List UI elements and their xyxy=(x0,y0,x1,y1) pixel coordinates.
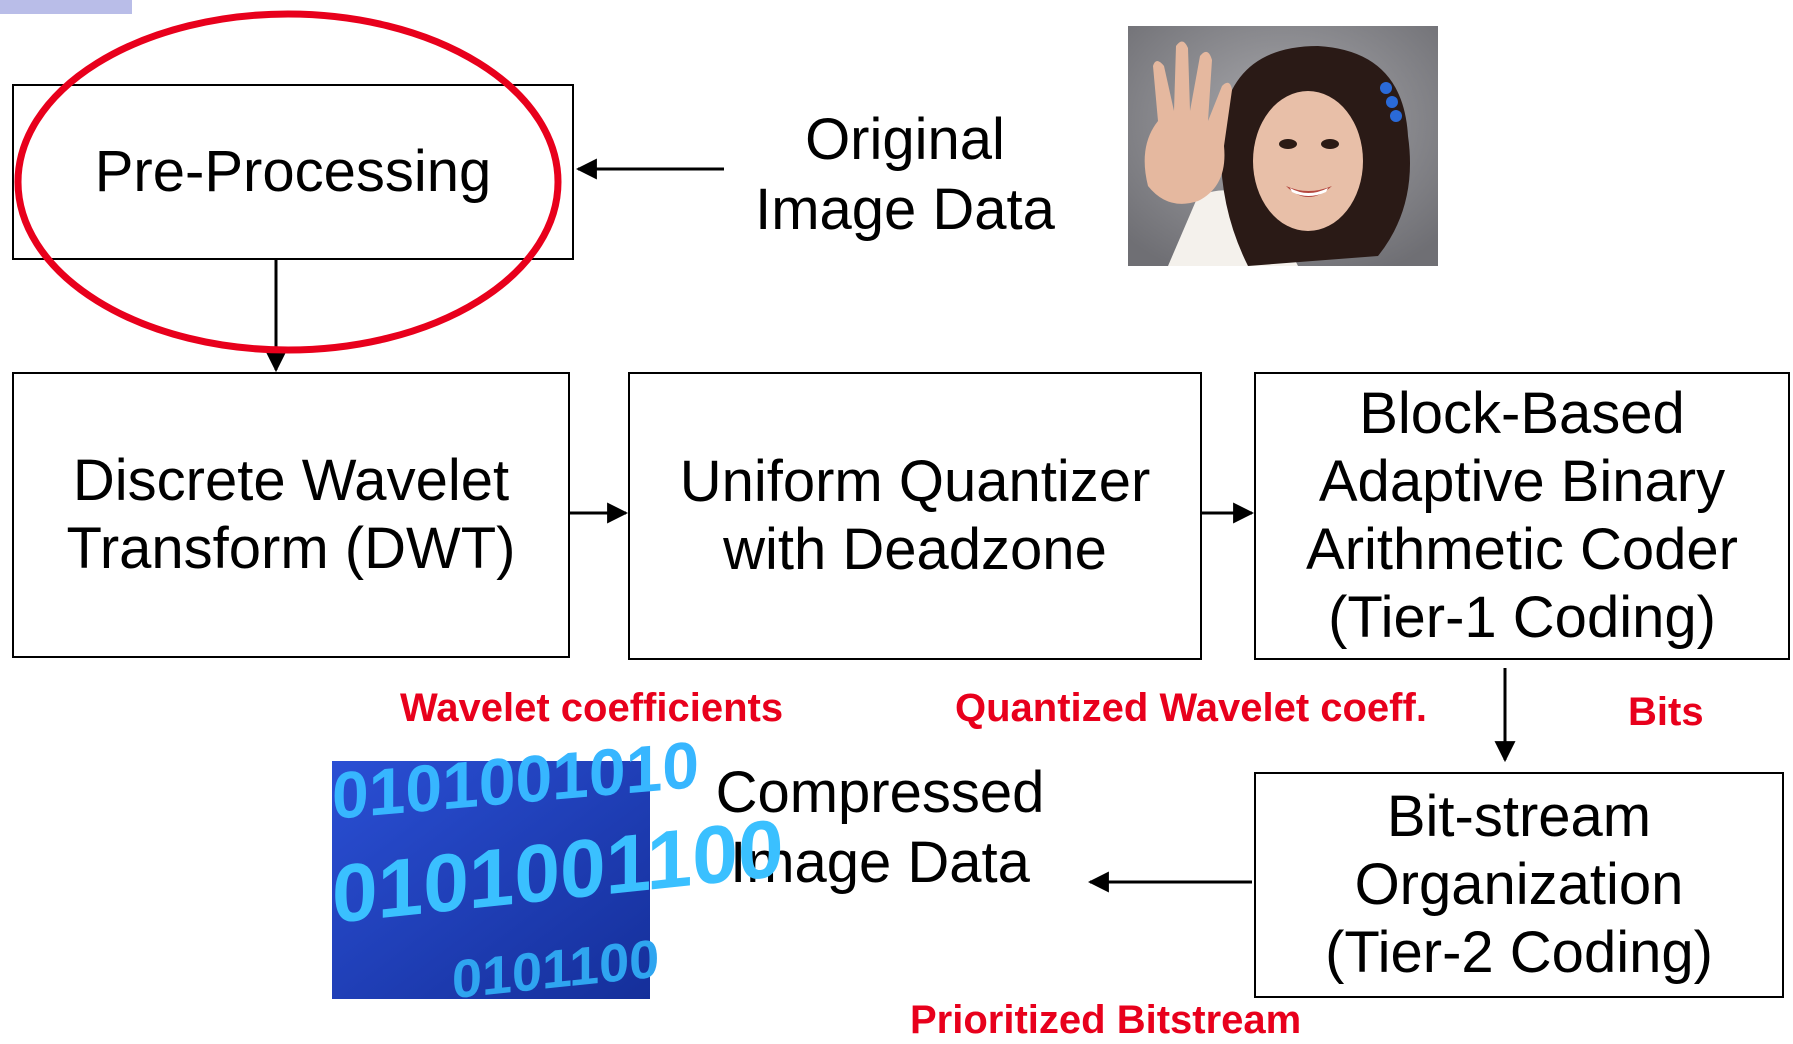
original-image-data-label: Original Image Data xyxy=(755,107,1055,242)
compressed-image-data-label: Compressed Image Data xyxy=(715,760,1045,895)
quantizer-label: Uniform Quantizer with Deadzone xyxy=(679,449,1151,582)
logo-tab xyxy=(0,0,132,14)
tier1-coder-label: Block-Based Adaptive Binary Arithmetic C… xyxy=(1306,381,1738,650)
tier1-coder-block: Block-Based Adaptive Binary Arithmetic C… xyxy=(1254,372,1790,660)
prioritized-bitstream-annotation: Prioritized Bitstream xyxy=(910,998,1302,1042)
original-image-photo xyxy=(1128,26,1438,266)
quantized-coefficients-annotation: Quantized Wavelet coeff. xyxy=(955,686,1427,730)
tier2-organization-block: Bit-stream Organization (Tier-2 Coding) xyxy=(1254,772,1784,998)
preprocessing-label: Pre-Processing xyxy=(94,139,492,204)
highlight-ellipse xyxy=(14,10,562,354)
wavelet-coefficients-annotation: Wavelet coefficients xyxy=(400,686,784,730)
tier2-organization-label: Bit-stream Organization (Tier-2 Coding) xyxy=(1325,784,1713,985)
binary-digits-illustration: 0101001010 0101001100 0101100 xyxy=(332,728,783,1010)
dwt-label: Discrete Wavelet Transform (DWT) xyxy=(66,448,516,581)
bits-annotation: Bits xyxy=(1628,690,1704,734)
preprocessing-block: Pre-Processing xyxy=(12,84,574,260)
dwt-block: Discrete Wavelet Transform (DWT) xyxy=(12,372,570,658)
quantizer-block: Uniform Quantizer with Deadzone xyxy=(628,372,1202,660)
binary-data-image: 0101001010 0101001100 0101100 xyxy=(332,728,783,1010)
portrait-illustration xyxy=(1128,26,1438,266)
